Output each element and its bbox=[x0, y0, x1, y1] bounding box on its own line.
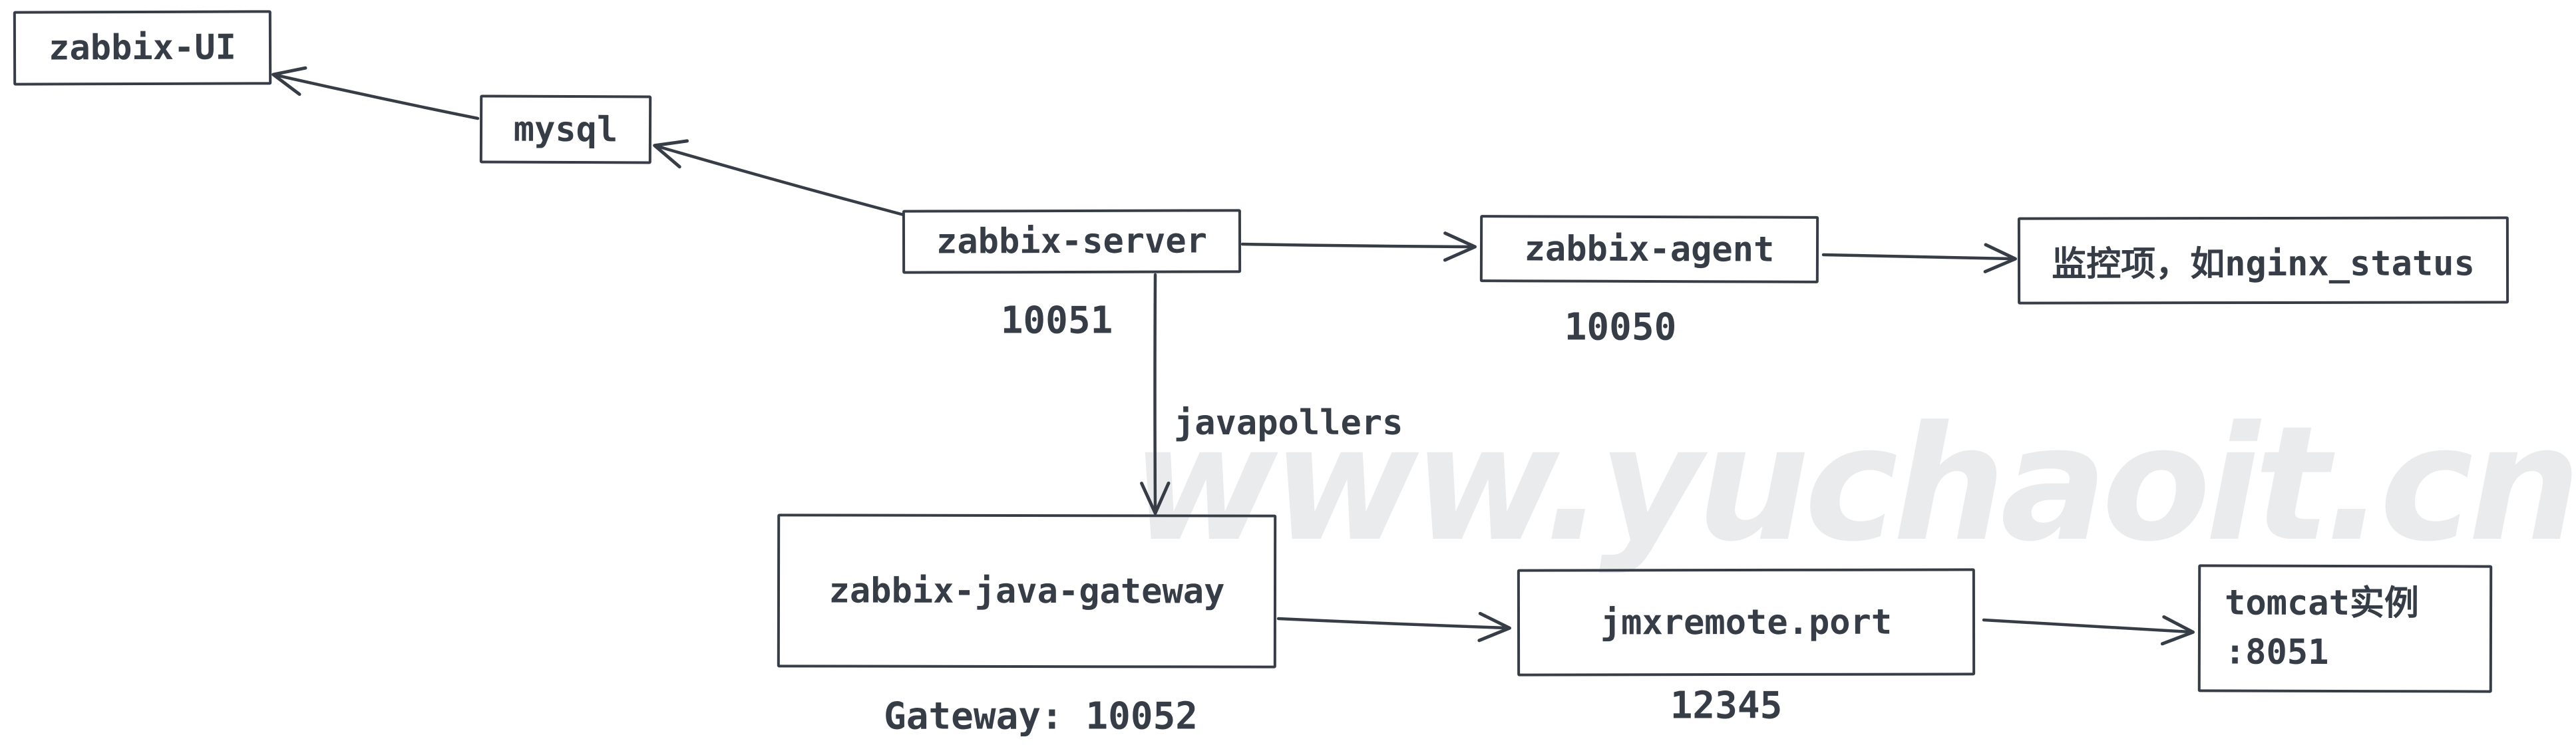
node-zabbix-ui: zabbix-UI bbox=[13, 10, 272, 86]
node-zabbix-ui-label: zabbix-UI bbox=[49, 27, 236, 69]
node-zabbix-server: zabbix-server bbox=[902, 209, 1242, 274]
node-zabbix-java-gateway: zabbix-java-gateway bbox=[777, 514, 1277, 669]
edge-jmxremote-to-tomcat bbox=[1982, 615, 2195, 646]
node-mysql-label: mysql bbox=[513, 109, 618, 150]
node-zabbix-server-label: zabbix-server bbox=[936, 221, 1208, 262]
node-monitoring-item-label: 监控项，如nginx_status bbox=[2052, 243, 2475, 285]
edge-zabbix-server-to-zabbix-agent bbox=[1240, 231, 1477, 262]
edge-mysql-to-zabbix-ui bbox=[272, 66, 480, 120]
port-label-java-gateway: Gateway: 10052 bbox=[883, 694, 1198, 738]
edge-zabbix-server-to-java-gateway bbox=[1140, 273, 1171, 515]
node-tomcat-instance-port: :8051 bbox=[2224, 632, 2329, 673]
port-label-jmxremote: 12345 bbox=[1670, 684, 1783, 728]
port-label-zabbix-agent: 10050 bbox=[1564, 305, 1677, 349]
edge-zabbix-server-to-mysql bbox=[653, 139, 906, 217]
node-tomcat-instance: tomcat实例 :8051 bbox=[2197, 564, 2493, 693]
node-mysql: mysql bbox=[479, 94, 652, 164]
node-tomcat-instance-label: tomcat实例 bbox=[2225, 583, 2420, 624]
node-zabbix-agent: zabbix-agent bbox=[1479, 215, 1819, 283]
node-monitoring-item: 监控项，如nginx_status bbox=[2017, 216, 2509, 305]
node-jmxremote-port-label: jmxremote.port bbox=[1600, 602, 1893, 643]
node-zabbix-agent-label: zabbix-agent bbox=[1524, 228, 1775, 270]
node-jmxremote-port: jmxremote.port bbox=[1517, 568, 1976, 676]
edge-zabbix-agent-to-monitoring-item bbox=[1821, 243, 2017, 273]
node-zabbix-java-gateway-label: zabbix-java-gateway bbox=[828, 570, 1225, 612]
edge-java-gateway-to-jmxremote bbox=[1276, 611, 1511, 643]
port-label-zabbix-server: 10051 bbox=[1000, 299, 1113, 343]
edge-label-javapollers: javapollers bbox=[1174, 403, 1403, 443]
